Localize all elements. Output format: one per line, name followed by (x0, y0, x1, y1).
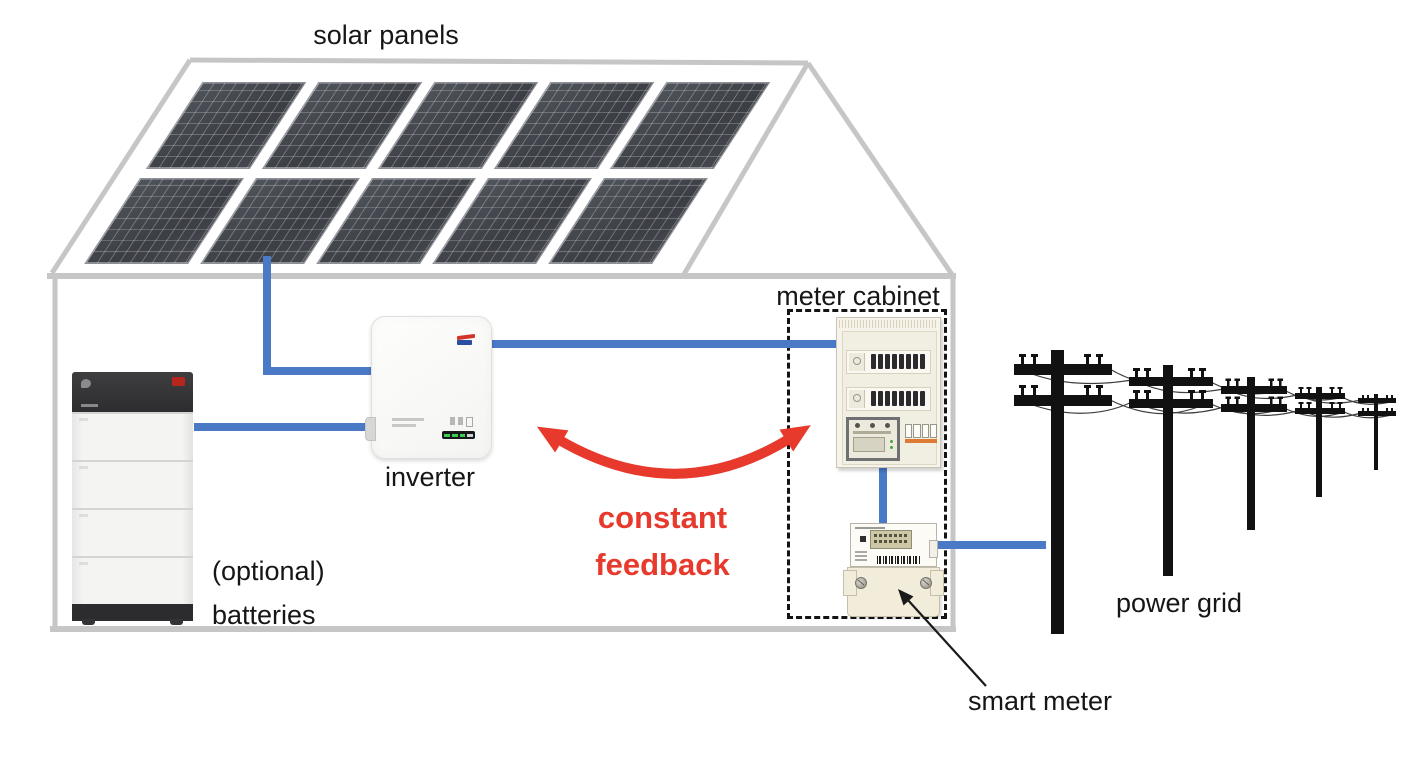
utility-pole (1295, 387, 1345, 497)
insulator-icon (1019, 354, 1103, 395)
led-green-icon (444, 433, 450, 437)
label-batteries-line2: batteries (212, 600, 316, 630)
roof-left-slope (49, 58, 193, 275)
inverter-connector (365, 417, 376, 441)
gable-right-slope (805, 61, 956, 278)
breaker-toggles (871, 391, 925, 406)
battery-tower (72, 372, 193, 625)
house-outline (47, 57, 956, 632)
inverter-status-icons (450, 417, 473, 427)
battery-red-badge-icon (172, 377, 185, 386)
utility-pole (1358, 394, 1396, 470)
breaker-main-unit (849, 390, 865, 408)
logo-wordmark (457, 340, 472, 345)
meter-header-bar (855, 527, 885, 529)
inverter-led-strip (442, 431, 475, 439)
screw-icon (870, 423, 875, 428)
connection-battery-to-inverter (194, 423, 374, 431)
breaker-toggles (871, 354, 925, 369)
fuse-strip (905, 424, 937, 443)
breaker-main-unit (849, 353, 865, 371)
battery-brand-icon (81, 379, 91, 388)
battery-base (72, 604, 193, 621)
fusebox-inner-panel (842, 331, 937, 465)
connection-panels-to-inverter-vertical (263, 256, 271, 374)
smart-meter-unit (843, 523, 944, 618)
battery-module (72, 412, 193, 460)
label-power-grid: power grid (1115, 588, 1243, 618)
led-green-icon (459, 433, 466, 437)
meter-lcd-display (870, 530, 912, 549)
meter-side-tab (929, 540, 938, 558)
screw-icon (920, 577, 932, 589)
insulator-icon (1298, 387, 1343, 408)
battery-foot (170, 619, 183, 625)
screw-icon (855, 577, 867, 589)
battery-module (72, 508, 193, 556)
meter-chip-icon (860, 536, 866, 542)
meter-display (853, 437, 885, 452)
cabinet-meter-module (846, 417, 900, 461)
inverter-model-text-lines (392, 418, 424, 430)
breaker-row (846, 387, 931, 411)
screw-icon (855, 423, 860, 428)
label-solar-panels: solar panels (313, 20, 459, 50)
insulator-icon (1133, 368, 1206, 399)
meter-label-bar (853, 431, 891, 434)
label-constant-feedback: constant feedback (540, 494, 785, 588)
fuse-cells (905, 424, 937, 438)
led-off-icon (467, 433, 473, 437)
utility-pole (1129, 365, 1213, 576)
label-meter-cabinet: meter cabinet (776, 281, 940, 311)
breaker-row (846, 350, 931, 374)
barcode-icon (877, 556, 921, 564)
connection-fusebox-to-meter (879, 464, 887, 528)
battery-module (72, 556, 193, 604)
sma-logo-icon (457, 333, 475, 347)
label-batteries: (optional) batteries (212, 549, 325, 637)
led-green-icon (890, 440, 893, 443)
battery-module (72, 460, 193, 508)
label-batteries-line1: (optional) (212, 556, 325, 586)
battery-model-mark (81, 404, 98, 407)
smart-meter-body (843, 567, 944, 617)
meter-text-lines (855, 551, 867, 563)
led-green-icon (451, 433, 458, 437)
led-green-icon (890, 446, 893, 449)
connection-meter-to-grid (936, 541, 1046, 549)
power-grid-poles (1014, 350, 1396, 634)
smart-meter-face (850, 523, 938, 567)
fuse-box (836, 317, 941, 468)
mounting-ear (930, 570, 944, 596)
label-inverter: inverter (384, 462, 476, 492)
insulator-icon (1362, 395, 1393, 411)
utility-pole (1221, 377, 1287, 530)
inverter-unit (365, 316, 492, 459)
fusebox-vent-slots (839, 320, 938, 328)
connection-panels-to-inverter-horizontal (263, 367, 375, 375)
battery-control-module (72, 372, 193, 412)
label-smart-meter: smart meter (967, 686, 1113, 716)
insulator-icon (1225, 378, 1283, 404)
label-feedback-line2: feedback (595, 547, 730, 582)
fuse-orange-band (905, 439, 937, 443)
connection-inverter-to-cabinet (486, 340, 846, 348)
utility-pole (1014, 350, 1112, 634)
battery-foot (82, 619, 95, 625)
roof-ridge-line (189, 57, 809, 66)
gable-left-slope (680, 61, 811, 278)
screw-icon (885, 423, 890, 428)
label-feedback-line1: constant (597, 500, 728, 535)
